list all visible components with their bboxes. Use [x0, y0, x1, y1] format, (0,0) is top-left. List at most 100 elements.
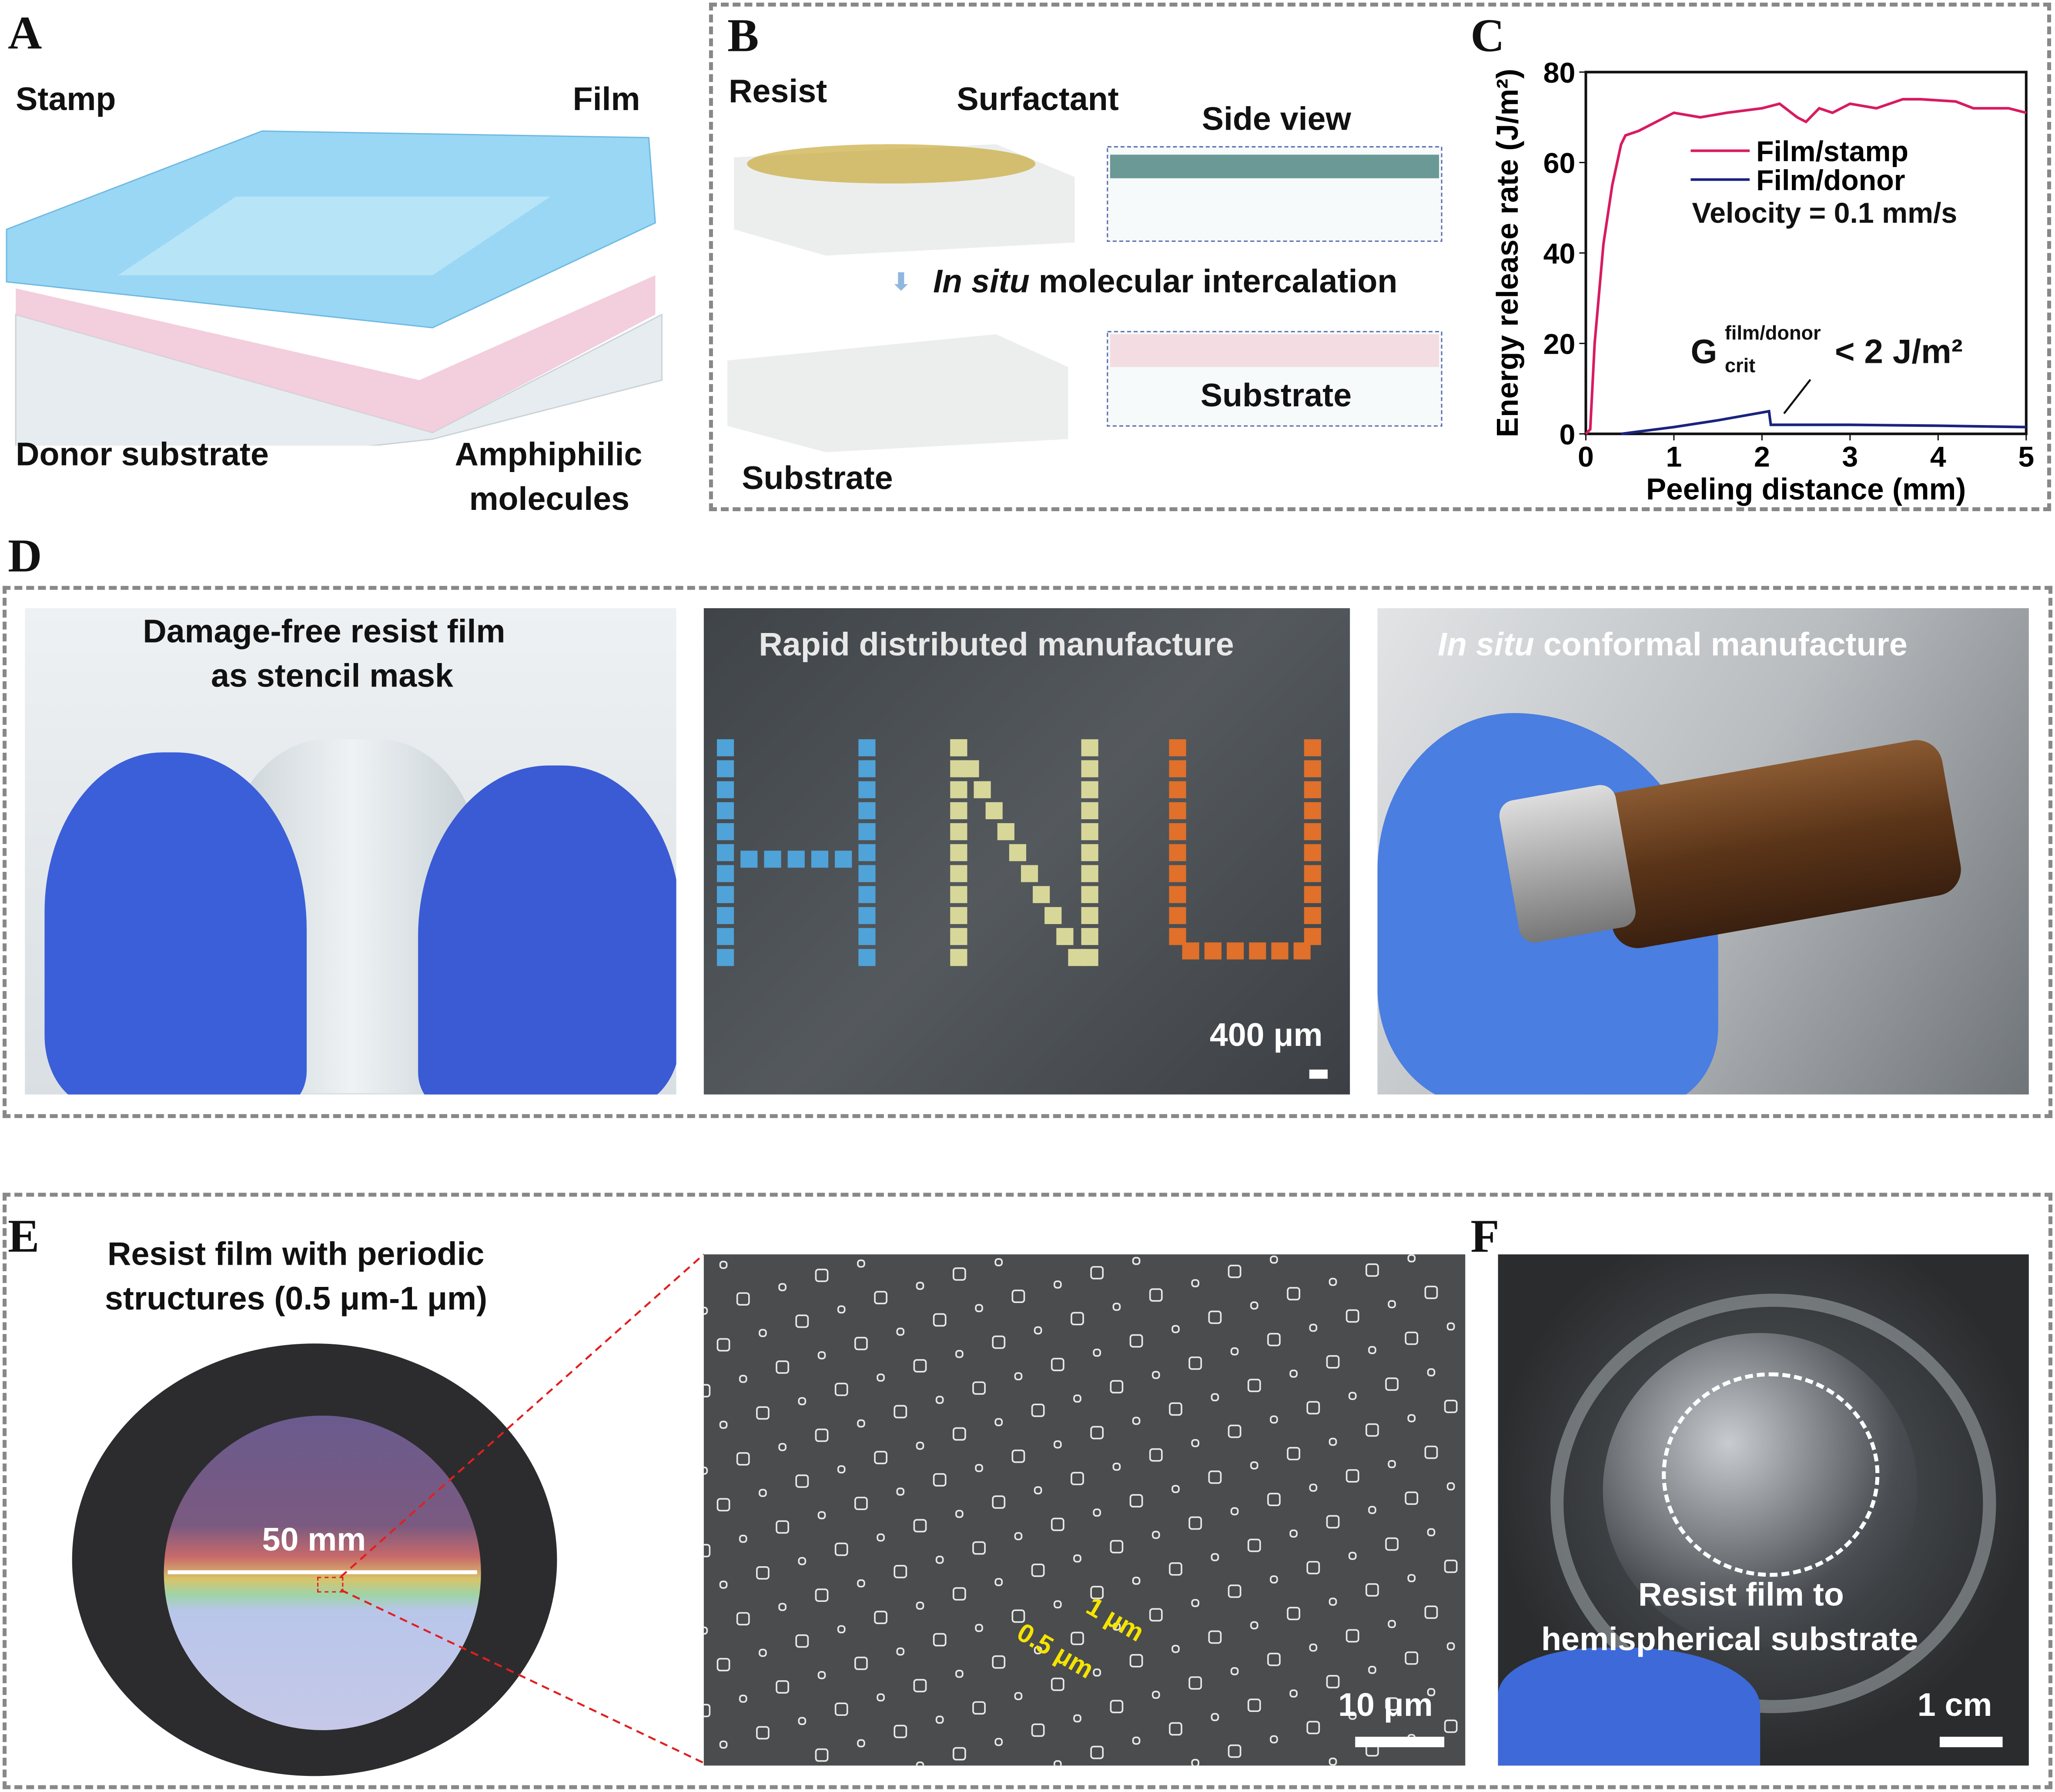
x-tick-label: 3	[1842, 441, 1858, 473]
f-scale-bar	[1939, 1736, 2003, 1748]
sem-pillar	[857, 1739, 865, 1748]
sem-pillar	[1129, 1334, 1143, 1348]
photo1-line2: as stencil mask	[211, 658, 453, 695]
sem-pillar	[1151, 1691, 1160, 1699]
arrow-icon	[1783, 379, 1811, 414]
sem-pillar	[1053, 1760, 1062, 1766]
sem-pillar	[1407, 1414, 1416, 1423]
sem-pillar	[739, 1375, 747, 1383]
sem-pillar	[1228, 1424, 1242, 1438]
resist-molecules	[747, 144, 1036, 184]
sem-pillar	[1366, 1263, 1379, 1277]
sem-pillar	[1345, 1469, 1359, 1483]
pattern-square	[717, 739, 734, 757]
sem-pillar	[1326, 1355, 1340, 1369]
pattern-square	[858, 844, 876, 861]
label-resist: Resist	[729, 73, 827, 111]
gcrit-annotation: G film/donor crit < 2 J/m²	[1691, 322, 1963, 378]
sem-pillar	[1132, 1256, 1141, 1265]
sem-pillar	[736, 1612, 750, 1626]
sem-pillar	[778, 1603, 787, 1611]
velocity-label: Velocity = 0.1 mm/s	[1692, 196, 1958, 230]
label-amphiphilic: Amphiphilic	[455, 436, 643, 473]
sem-pillar	[1014, 1372, 1023, 1380]
x-tick-label: 2	[1754, 441, 1770, 473]
sem-pillar	[1405, 1331, 1419, 1345]
panel-label-b: B	[727, 9, 759, 62]
pattern-square	[1304, 760, 1321, 777]
sem-pillar	[877, 1533, 885, 1542]
glove-finger	[1498, 1648, 1760, 1766]
sem-pillar	[1211, 1393, 1219, 1401]
sem-pillar	[1031, 1723, 1045, 1737]
pattern-square	[950, 907, 967, 924]
sem-pillar	[1287, 1607, 1300, 1621]
sem-pillar	[1329, 1598, 1337, 1606]
sem-pillar	[953, 1587, 966, 1601]
gcrit-subscript: crit	[1724, 355, 1756, 378]
pattern-square	[974, 781, 991, 798]
pattern-square	[950, 928, 967, 945]
sem-pillar	[1169, 1562, 1182, 1576]
sem-pillar	[955, 1350, 964, 1358]
sem-pillar	[1149, 1448, 1163, 1462]
sem-pillar	[955, 1670, 964, 1678]
sem-pillar	[1427, 1368, 1436, 1377]
photo3-title-rest: conformal manufacture	[1534, 626, 1908, 663]
panel-label-c: C	[1470, 9, 1505, 62]
sem-pillar	[994, 1578, 1003, 1586]
sem-pillar	[1405, 1651, 1419, 1665]
stamp-recess	[118, 196, 551, 275]
sem-pillar	[1112, 1622, 1121, 1631]
sem-pillar	[1388, 1620, 1396, 1628]
sem-pillar	[1368, 1506, 1376, 1514]
sem-pillar	[1149, 1608, 1163, 1622]
sem-pillar	[834, 1542, 848, 1556]
zoom-lines	[340, 1253, 705, 1764]
sem-pillar	[1446, 1482, 1455, 1491]
label-side-view: Side view	[1202, 100, 1352, 138]
pattern-square	[858, 928, 876, 945]
sem-pillar	[994, 1738, 1003, 1746]
sem-pillar	[1287, 1287, 1300, 1300]
pattern-square	[1304, 781, 1321, 798]
right-glove	[418, 765, 676, 1095]
sem-pillar	[1309, 1323, 1318, 1332]
panel-label-e: E	[8, 1209, 40, 1263]
sem-pillar	[1171, 1645, 1180, 1653]
sem-pillar	[1385, 1697, 1399, 1711]
sem-pillar	[935, 1715, 944, 1724]
sem-pillar	[703, 1306, 708, 1315]
photo2-scale-label: 400 μm	[1209, 1017, 1323, 1054]
sem-pillar	[1230, 1347, 1239, 1356]
sem-pillar	[1071, 1631, 1084, 1645]
sem-pillar	[854, 1497, 868, 1511]
sem-pillar	[992, 1335, 1006, 1349]
label-film: Film	[572, 81, 640, 118]
sem-pillar	[1051, 1517, 1064, 1531]
pattern-square	[1009, 844, 1027, 861]
sem-pillar	[874, 1611, 887, 1625]
sem-pillar	[877, 1373, 885, 1382]
panel-b-diagram: ⬇	[727, 144, 1443, 452]
highlight-circle	[1662, 1372, 1880, 1577]
sem-pillar	[1247, 1698, 1261, 1712]
sem-pillar	[894, 1405, 907, 1419]
pattern-square	[858, 907, 876, 924]
sem-pillar	[1407, 1574, 1416, 1582]
sem-pillar	[1071, 1472, 1084, 1485]
pattern-square	[1204, 942, 1222, 960]
photo2-title: Rapid distributed manufacture	[759, 626, 1234, 663]
sem-pillar	[1208, 1630, 1222, 1644]
sem-pillar	[1407, 1254, 1416, 1263]
sem-pillar	[874, 1291, 887, 1305]
sem-pillar	[1090, 1426, 1104, 1440]
sem-pillar	[913, 1359, 927, 1373]
sem-pillar	[719, 1261, 728, 1269]
sem-pillar	[1247, 1379, 1261, 1392]
sem-pillar	[834, 1383, 848, 1396]
pattern-square	[717, 823, 734, 841]
sem-pillar	[896, 1647, 905, 1656]
sem-pillar	[1110, 1380, 1124, 1393]
sem-pillar	[1289, 1689, 1298, 1698]
